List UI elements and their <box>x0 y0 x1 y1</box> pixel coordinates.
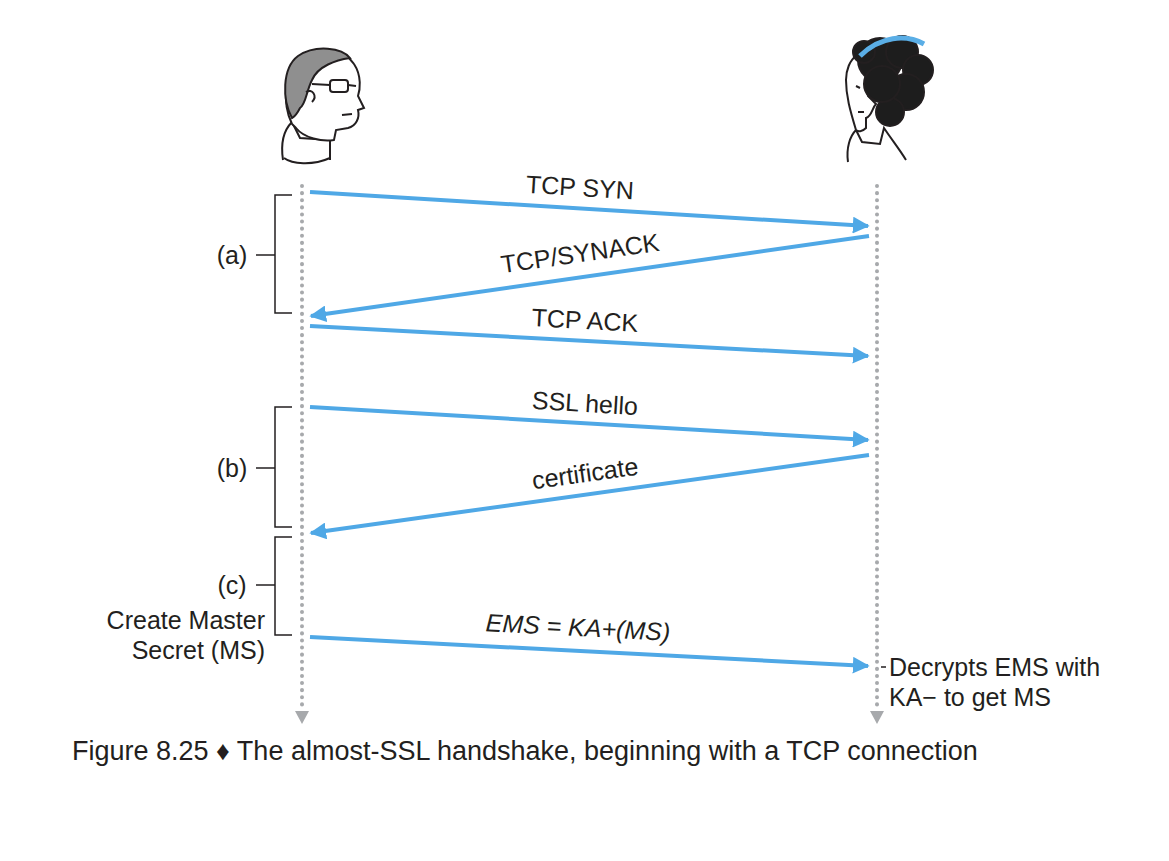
woman-figure <box>846 36 933 162</box>
lifeline <box>302 186 877 706</box>
message-label: TCP ACK <box>531 302 639 338</box>
message-label: TCP/SYNACK <box>499 227 661 279</box>
phase-label: (b) <box>217 453 248 483</box>
action-note: Decrypts EMS with KA− to get MS <box>889 652 1144 712</box>
alice-bob-figure <box>282 49 364 164</box>
figure-caption: Figure 8.25 ♦ The almost-SSL handshake, … <box>72 733 1132 769</box>
message-label: TCP SYN <box>525 169 635 206</box>
phase-bracket <box>256 195 886 667</box>
lifeline-end <box>870 711 884 724</box>
message-arrow <box>310 192 869 666</box>
phase-label: (a) <box>217 240 248 270</box>
action-note: Create Master Secret (MS) <box>55 605 265 665</box>
message-label: SSL hello <box>531 385 639 421</box>
phase-label: (c) <box>217 570 246 600</box>
message-label: EMS = KA+(MS) <box>485 607 671 647</box>
lifeline-end <box>295 711 309 724</box>
